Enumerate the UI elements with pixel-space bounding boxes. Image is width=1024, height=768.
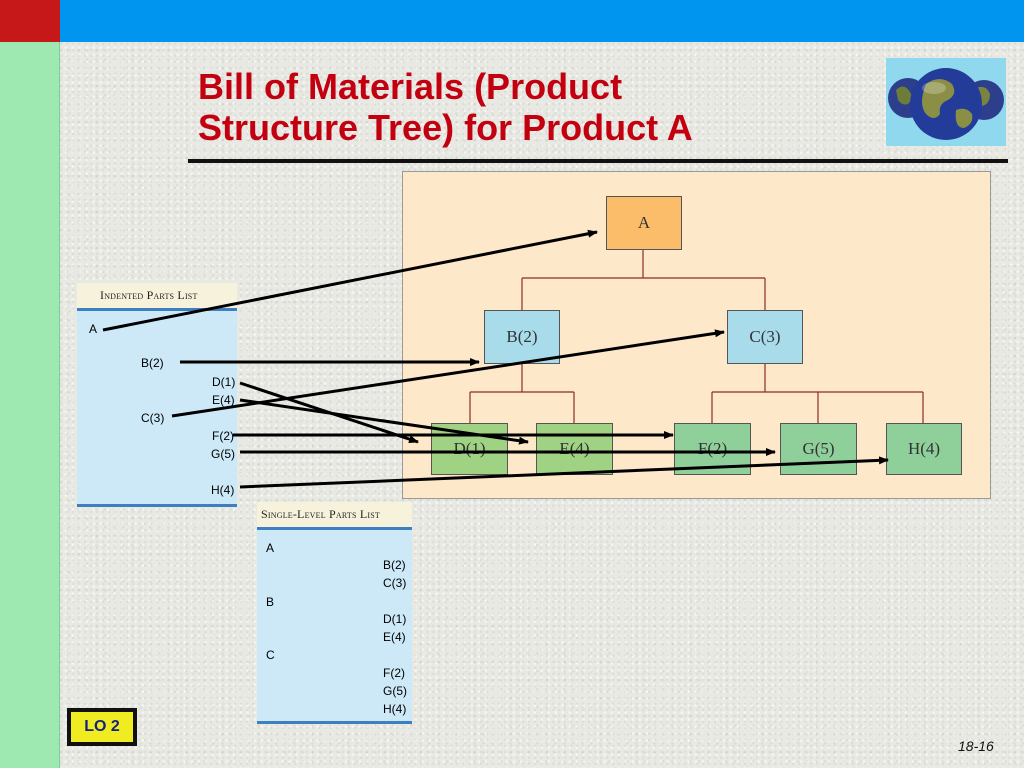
title-underline	[188, 159, 1008, 163]
single-row-e4: E(4)	[383, 630, 406, 644]
tree-node-g: G(5)	[780, 423, 857, 475]
single-row-d1: D(1)	[383, 612, 407, 626]
indented-row-f: F(2)	[212, 429, 234, 443]
tree-node-g-label: G(5)	[802, 439, 835, 458]
corner-block	[0, 0, 60, 42]
indented-row-e: E(4)	[212, 393, 235, 407]
page-number: 18-16	[958, 738, 994, 754]
tree-node-f-label: F(2)	[697, 439, 728, 458]
indented-row-g: G(5)	[211, 447, 235, 461]
single-row-h4: H(4)	[383, 702, 407, 716]
tree-node-b: B(2)	[484, 310, 560, 364]
title-line-1: Bill of Materials (Product	[198, 66, 623, 107]
single-level-list-header: Single-Level Parts List	[257, 502, 412, 530]
slide-title: Bill of Materials (Product Structure Tre…	[198, 66, 838, 148]
title-line-2: Structure Tree) for Product A	[198, 107, 693, 148]
tree-node-h: H(4)	[886, 423, 962, 475]
indented-row-h: H(4)	[211, 483, 235, 497]
single-row-c: C	[266, 648, 275, 662]
tree-node-f: F(2)	[674, 423, 751, 475]
single-row-f2: F(2)	[383, 666, 405, 680]
learning-objective-badge: LO 2	[67, 708, 137, 746]
tree-node-e-label: E(4)	[559, 439, 590, 458]
top-color-bar	[60, 0, 1024, 42]
single-level-parts-list: Single-Level Parts List	[257, 502, 412, 724]
tree-node-h-label: H(4)	[907, 439, 941, 458]
tree-node-a: A	[606, 196, 682, 250]
indented-row-d: D(1)	[212, 375, 236, 389]
single-row-g5: G(5)	[383, 684, 407, 698]
single-row-b2: B(2)	[383, 558, 406, 572]
tree-node-d: D(1)	[431, 423, 508, 475]
tree-node-e: E(4)	[536, 423, 613, 475]
learning-objective-label: LO 2	[70, 711, 134, 743]
indented-row-c: C(3)	[141, 411, 165, 425]
tree-node-d-label: D(1)	[453, 439, 486, 458]
single-row-b: B	[266, 595, 275, 609]
tree-node-b-label: B(2)	[506, 327, 538, 346]
product-structure-tree: A B(2) C(3) D(1) E(4) F(2) G(5) H(4)	[402, 171, 991, 499]
globe-icon	[886, 58, 1006, 146]
single-row-c3: C(3)	[383, 576, 407, 590]
left-color-bar	[0, 42, 60, 768]
tree-node-c-label: C(3)	[749, 327, 781, 346]
indented-row-b: B(2)	[141, 356, 164, 370]
indented-row-a: A	[89, 322, 98, 336]
single-row-a: A	[266, 541, 275, 555]
tree-node-a-label: A	[637, 213, 651, 232]
tree-node-c: C(3)	[727, 310, 803, 364]
indented-list-header: Indented Parts List	[77, 283, 237, 311]
